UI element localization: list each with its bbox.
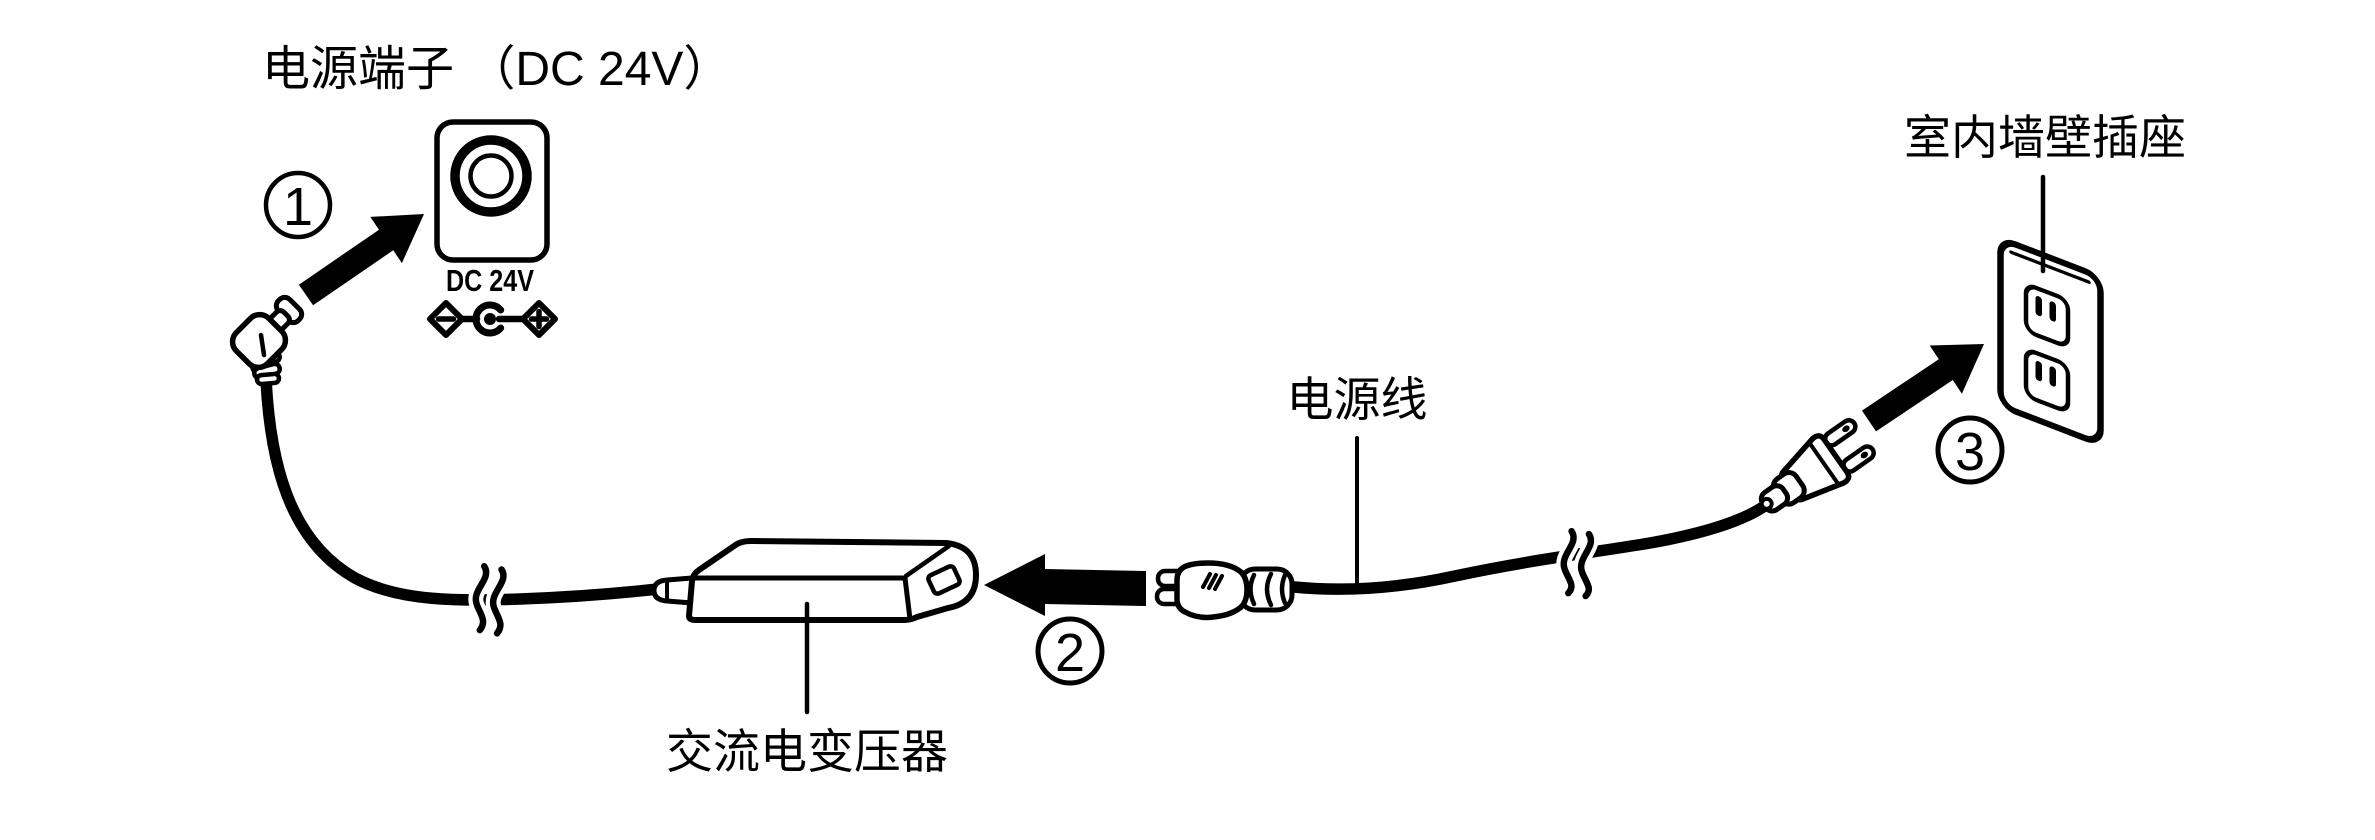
jack-voltage-label: DC 24V bbox=[446, 263, 534, 298]
ac-adaptor-icon bbox=[651, 538, 979, 623]
step-2-circle bbox=[1035, 616, 1105, 686]
step-2-number: 2 bbox=[1055, 623, 1085, 683]
plug-rib bbox=[254, 371, 282, 387]
cable-break-icon-2 bbox=[1556, 523, 1599, 604]
outlet-slot bbox=[2049, 366, 2056, 387]
outlet-slot bbox=[2049, 301, 2056, 322]
prong-hole bbox=[1860, 451, 1869, 459]
power-cord-cable bbox=[1288, 499, 1772, 595]
step-1-badge: 1 bbox=[263, 170, 333, 240]
break-wave bbox=[489, 566, 507, 637]
arrow-up-right-icon-3 bbox=[1862, 344, 1984, 432]
dc-cable bbox=[260, 373, 664, 606]
cable-break-icon-1 bbox=[468, 558, 511, 641]
adaptor-strain-relief bbox=[651, 575, 695, 606]
connector-rib-lines bbox=[1248, 571, 1288, 608]
arrow-up-right-icon-1 bbox=[298, 214, 424, 306]
jack-inner-hole bbox=[468, 153, 514, 199]
wall-outlet-label: 室内墙壁插座 bbox=[1904, 111, 2186, 164]
step-3-number: 3 bbox=[1955, 422, 1985, 482]
adaptor-front-right-edge bbox=[902, 575, 913, 622]
plug-body bbox=[229, 311, 289, 371]
adaptor-inlet bbox=[926, 564, 962, 596]
dc-plug-icon bbox=[229, 294, 305, 387]
step-1-circle bbox=[263, 170, 333, 240]
step-1-number: 1 bbox=[283, 177, 313, 237]
cord-connector-icon bbox=[1154, 560, 1295, 621]
plus-bars bbox=[528, 308, 550, 330]
step-3-badge: 3 bbox=[1935, 415, 2005, 485]
wall-outlet-icon bbox=[1997, 239, 2104, 443]
polarity-minus-icon bbox=[427, 300, 465, 338]
center-c-ring bbox=[472, 301, 505, 337]
break-wave bbox=[472, 563, 490, 634]
polarity-center-pin-icon bbox=[472, 301, 505, 337]
polarity-plus-icon bbox=[520, 300, 558, 338]
connector-body bbox=[1174, 560, 1250, 621]
wall-plug-boot-tip bbox=[1759, 496, 1774, 511]
polarity-icon bbox=[427, 300, 558, 338]
step-2-badge: 2 bbox=[1035, 616, 1105, 686]
plug-body-seam bbox=[258, 332, 267, 358]
ac-adaptor-label: 交流电变压器 bbox=[666, 725, 948, 778]
jack-outer-ring bbox=[450, 135, 532, 217]
break-wave bbox=[1560, 527, 1577, 597]
break-wave bbox=[1577, 530, 1595, 600]
wall-plug-face-seam bbox=[1807, 440, 1841, 487]
step-3-circle bbox=[1935, 415, 2005, 485]
outlet-slot bbox=[2035, 296, 2042, 317]
outlet-slot bbox=[2035, 361, 2042, 382]
wall-plug-icon bbox=[1758, 418, 1876, 514]
outlet-plate-inner-line bbox=[2009, 250, 2091, 285]
power-terminal-label: 电源端子 （DC 24V） bbox=[262, 43, 731, 96]
prong-hole bbox=[1842, 425, 1850, 433]
connector-grip-hatch bbox=[1201, 572, 1224, 591]
dc-jack-panel-icon: DC 24V bbox=[427, 119, 558, 338]
power-cord-label: 电源线 bbox=[1287, 373, 1428, 426]
arrow-left-icon-2 bbox=[984, 554, 1146, 616]
center-pin-dot bbox=[484, 313, 496, 325]
adaptor-endcap-seam bbox=[903, 543, 952, 579]
